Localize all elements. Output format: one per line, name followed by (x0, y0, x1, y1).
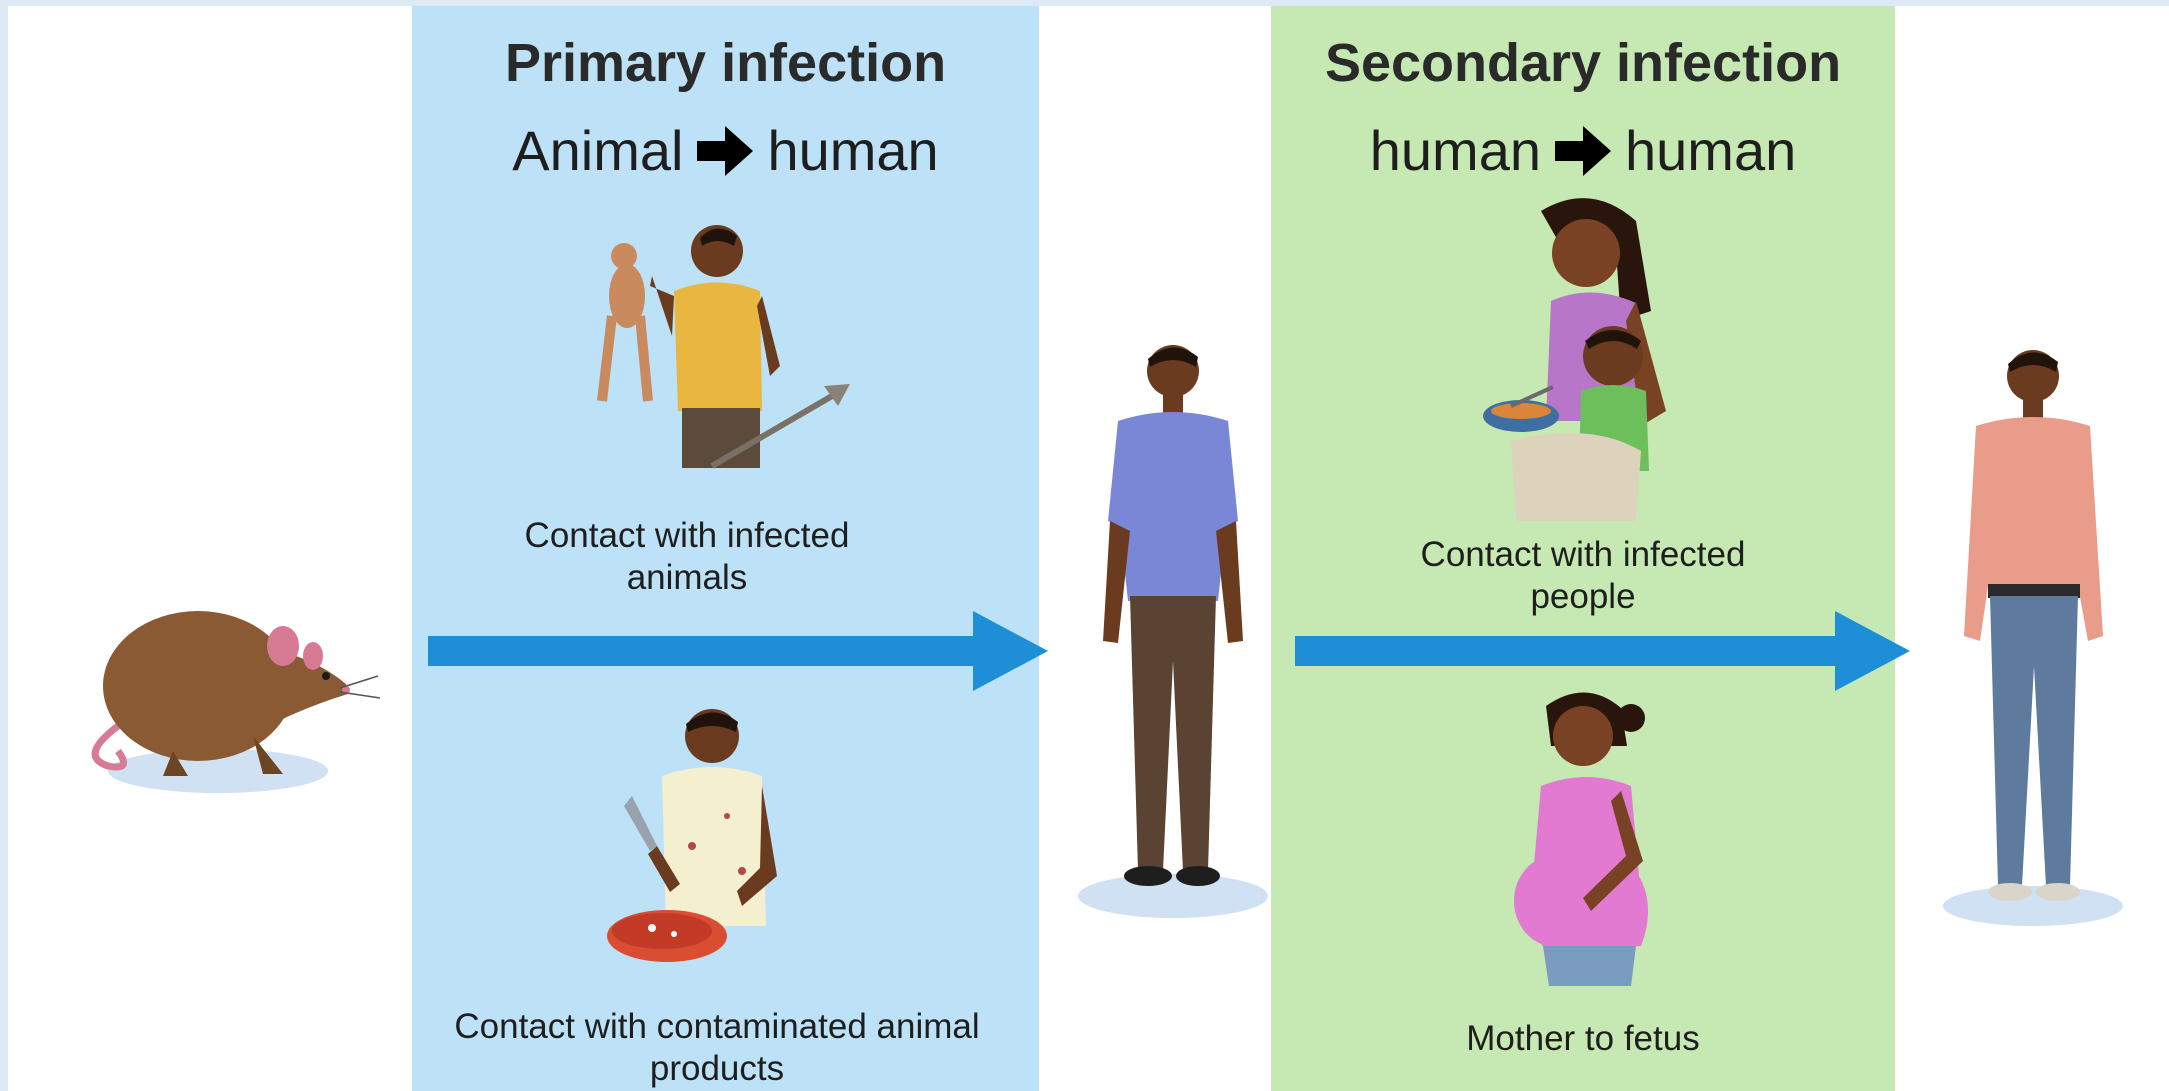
primary-route-to: human (767, 118, 938, 183)
right-arrow-icon (697, 126, 753, 176)
diagram-canvas: Primary infection Animal human Contact w… (8, 6, 2169, 1091)
secondary-route-to: human (1625, 118, 1796, 183)
caption-contaminated-products: Contact with contaminated animal product… (402, 1006, 1032, 1090)
pregnant-woman-icon (1471, 686, 1701, 996)
caption-infected-people: Contact with infected people (1383, 534, 1783, 618)
primary-route: Animal human (412, 118, 1039, 183)
caption-mother-to-fetus: Mother to fetus (1383, 1018, 1783, 1060)
secondary-infection-panel: Secondary infection human human Contact … (1271, 6, 1895, 1091)
second-infected-man-icon (1918, 346, 2148, 936)
primary-route-from: Animal (512, 118, 683, 183)
flow-arrow-icon (428, 611, 1048, 691)
right-arrow-icon (1555, 126, 1611, 176)
hunter-holding-animal-icon (592, 216, 862, 506)
mother-feeding-child-icon (1441, 191, 1731, 531)
secondary-route: human human (1271, 118, 1895, 183)
primary-infection-title: Primary infection (412, 32, 1039, 94)
person-cutting-meat-icon (562, 696, 832, 986)
caption-infected-animals: Contact with infected animals (492, 515, 882, 599)
primary-infection-panel: Primary infection Animal human Contact w… (412, 6, 1039, 1091)
secondary-infection-title: Secondary infection (1271, 32, 1895, 94)
secondary-route-from: human (1370, 118, 1541, 183)
infected-man-icon (1048, 341, 1298, 941)
flow-arrow-icon (1295, 611, 1910, 691)
rat-icon (78, 576, 398, 806)
